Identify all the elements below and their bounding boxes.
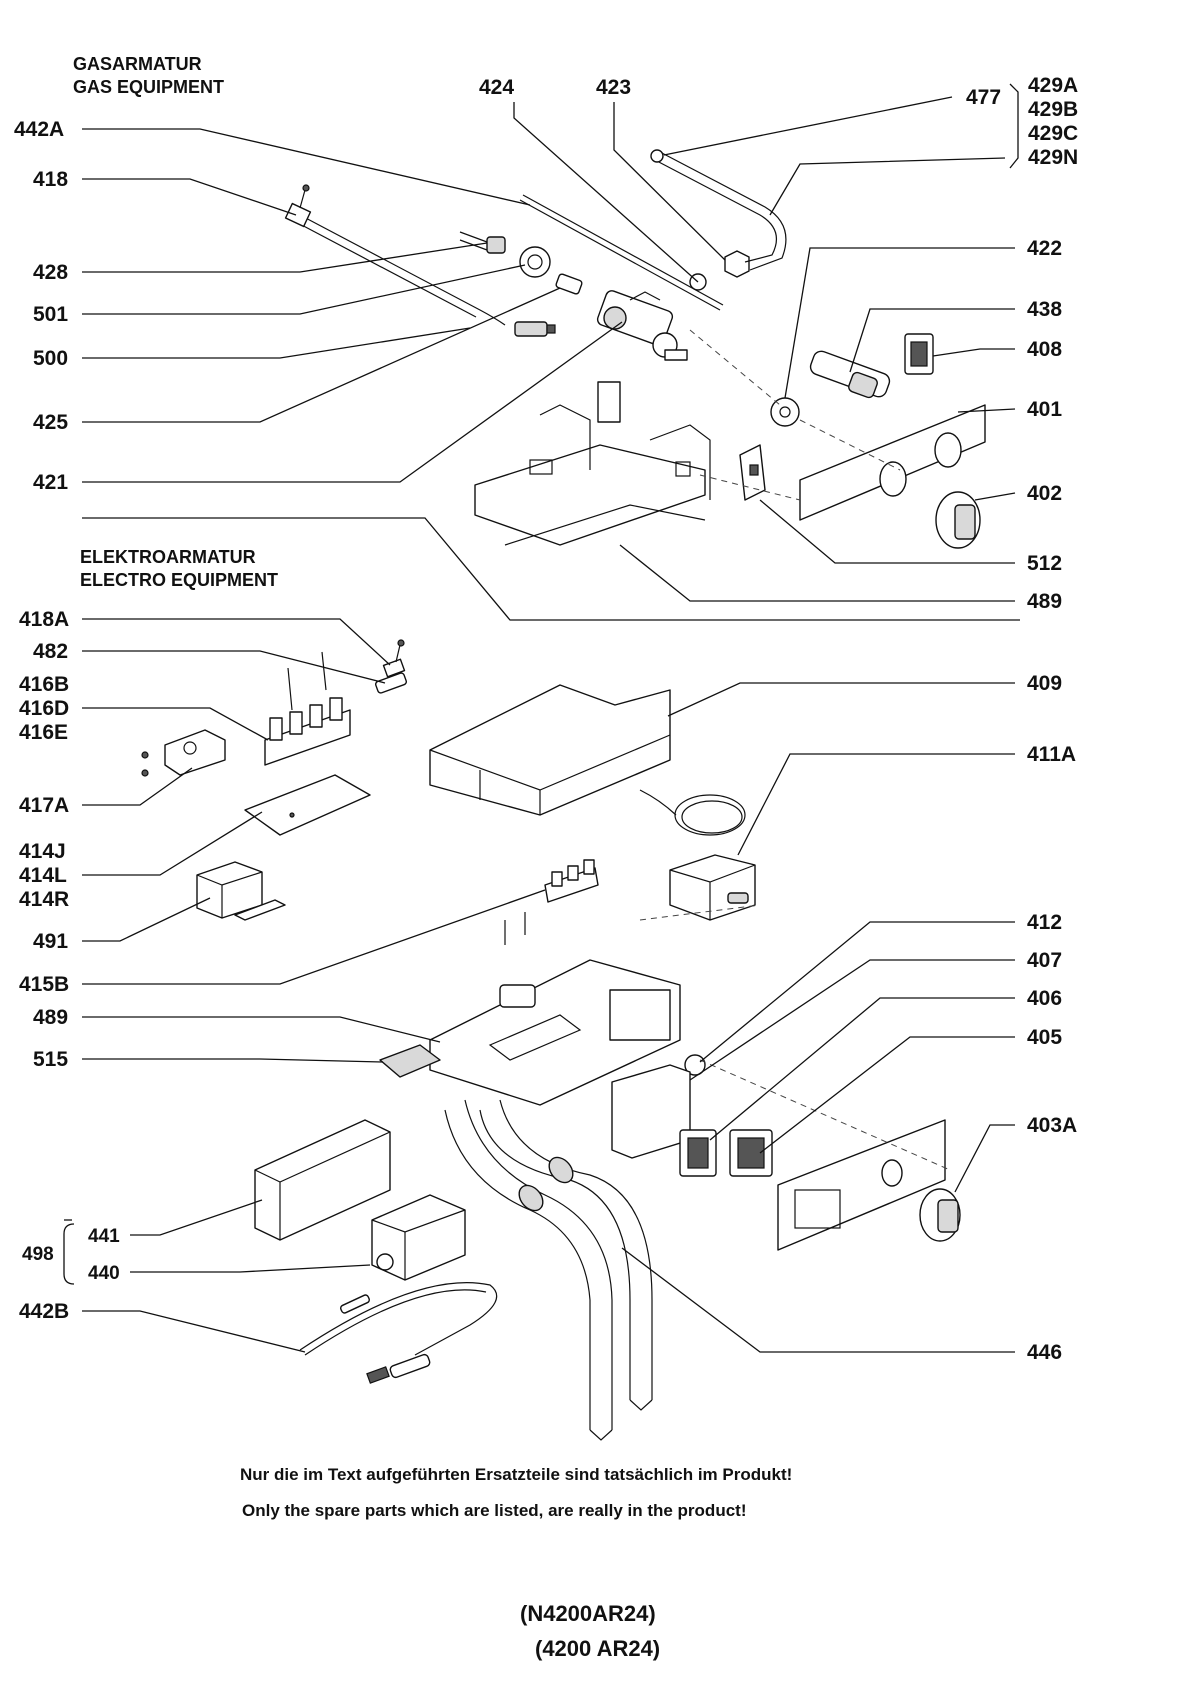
callout-425: 425 [33,411,68,434]
callout-409: 409 [1027,672,1062,695]
part-421-valve-body [596,290,688,361]
gas-equipment-group [284,149,986,549]
callout-428: 428 [33,261,68,284]
callout-442B: 442B [19,1300,69,1323]
callout-414J: 414J [19,840,66,863]
part-front-panel [777,1119,946,1251]
callout-438: 438 [1027,298,1062,321]
callout-417A: 417A [19,794,69,817]
part-416-terminal-strip [264,697,351,766]
part-423-hex-nut [724,250,750,278]
part-515-strain-relief [379,1044,441,1078]
callout-411A: 411A [1027,743,1076,766]
callout-446: 446 [1027,1341,1062,1364]
part-477-pipe [654,159,778,263]
callout-482: 482 [33,640,68,663]
part-417A-clamp [141,729,226,777]
model-code: (N4200AR24) [520,1601,656,1626]
model-code-alt: (4200 AR24) [535,1636,660,1661]
callout-441: 441 [88,1226,120,1247]
part-411A-thermostat [639,789,756,921]
note-english: Only the spare parts which are listed, a… [242,1501,746,1520]
electro-section-title-en: ELECTRO EQUIPMENT [80,570,278,590]
part-425-nozzle [555,273,583,295]
callout-416E: 416E [19,721,68,744]
part-403A-knob [919,1188,961,1242]
callout-515: 515 [33,1048,68,1071]
leader-lines [63,83,1020,1353]
part-489-frame-top [474,381,711,546]
part-422-washer [770,397,800,427]
callout-501: 501 [33,303,68,326]
part-512-bracket [739,444,766,501]
callout-429B: 429B [1028,98,1078,121]
part-418-clip [284,202,312,228]
part-446-flue-pipes [444,1099,653,1441]
part-406-switch [679,1129,717,1177]
callout-423: 423 [596,76,631,99]
callout-440: 440 [88,1263,120,1284]
part-409-cover [429,684,671,816]
part-415B-terminal [544,859,599,903]
electro-section-title-de: ELEKTROARMATUR [80,547,256,567]
part-418-tube [299,214,506,326]
gas-section-title-en: GAS EQUIPMENT [73,77,224,97]
part-442B-cable [299,1282,498,1384]
part-440-ignition-unit [371,1194,466,1281]
electro-equipment-group [141,639,961,1441]
callout-labels: 442A 418 428 501 500 425 421 424 423 477… [14,74,1078,1364]
callout-429C: 429C [1028,122,1078,145]
part-489-base-plate [429,959,681,1106]
callout-429N: 429N [1028,146,1078,169]
part-501-nut [519,246,551,278]
callout-421: 421 [33,471,68,494]
callout-406: 406 [1027,987,1062,1010]
callout-418A: 418A [19,608,69,631]
callout-498: 498 [22,1244,54,1265]
callout-415B: 415B [19,973,69,996]
part-428-fitting [486,236,506,254]
callout-429A: 429A [1028,74,1078,97]
callout-489-bottom: 489 [33,1006,68,1029]
part-402-knob [935,491,981,549]
callout-416B: 416B [19,673,69,696]
callout-401: 401 [1027,398,1062,421]
part-491-relay [196,861,286,921]
callout-489-top: 489 [1027,590,1062,613]
gas-section-title-de: GASARMATUR [73,54,202,74]
callout-418: 418 [33,168,68,191]
callout-414R: 414R [19,888,69,911]
callout-412: 412 [1027,911,1062,934]
callout-491: 491 [33,930,68,953]
callout-500: 500 [33,347,68,370]
part-441-housing [254,1119,391,1241]
callout-405: 405 [1027,1026,1062,1049]
part-407-frame [611,1064,691,1159]
callout-403A: 403A [1027,1114,1077,1137]
part-401-panel [799,404,986,521]
callout-422: 422 [1027,237,1062,260]
part-414-plate [244,774,371,836]
callout-408: 408 [1027,338,1062,361]
part-482-sensor [374,672,408,694]
part-500-thermocouple-end [514,321,548,337]
part-442A-rod [519,199,721,311]
callout-416D: 416D [19,697,69,720]
callout-442A: 442A [14,118,64,141]
callout-402: 402 [1027,482,1062,505]
callout-424: 424 [479,76,514,99]
callout-407: 407 [1027,949,1062,972]
callout-512: 512 [1027,552,1062,575]
callout-414L: 414L [19,864,67,887]
part-405-switch [729,1129,773,1177]
part-438-igniter [809,350,891,399]
callout-477: 477 [966,86,1001,109]
note-german: Nur die im Text aufgeführten Ersatzteile… [240,1465,792,1484]
part-408-switch [904,333,934,375]
